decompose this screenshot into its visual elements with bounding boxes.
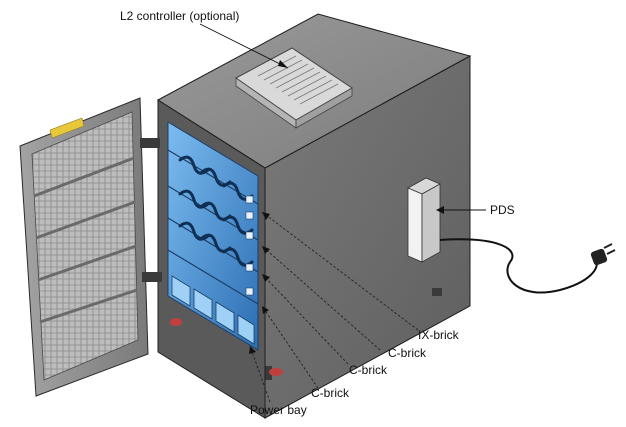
arrowhead-power-bay [249, 346, 256, 354]
label-c-brick-1: C-brick [388, 346, 427, 360]
leader-l2 [199, 23, 289, 69]
leader-c-brick-3 [261, 305, 319, 389]
power-bay [171, 275, 255, 345]
arrowhead-c-brick-2 [262, 274, 270, 282]
leader-ix-brick [261, 211, 419, 331]
label-ix-brick: IX-brick [418, 328, 460, 342]
arrowhead-l2 [278, 60, 288, 68]
door-handle [49, 117, 85, 139]
l2-controller [235, 47, 353, 129]
brick-indicators [245, 195, 254, 296]
label-c-brick-2: C-brick [349, 363, 388, 377]
front-door [19, 97, 162, 397]
arrowhead-c-brick-1 [262, 246, 270, 254]
leader-power-bay [249, 345, 271, 403]
leader-c-brick-1 [261, 245, 381, 351]
power-cord [439, 238, 598, 294]
label-power-bay: Power bay [250, 403, 307, 417]
arrowhead-ix-brick [262, 212, 270, 220]
label-c-brick-3: C-brick [311, 386, 350, 400]
pds-unit [407, 177, 441, 263]
label-pds: PDS [490, 203, 515, 217]
leader-c-brick-2 [261, 273, 349, 365]
arrowhead-pds [436, 206, 444, 214]
cabinet-foot [262, 366, 272, 380]
caster-wheels [170, 318, 283, 376]
plug-icon [590, 243, 616, 266]
door-hinge [140, 138, 160, 148]
cabinet-foot [432, 288, 442, 296]
door-hinge [142, 272, 162, 282]
brick-dividers [167, 149, 259, 305]
label-l2-controller: L2 controller (optional) [120, 9, 239, 23]
arrowhead-c-brick-3 [262, 306, 269, 314]
